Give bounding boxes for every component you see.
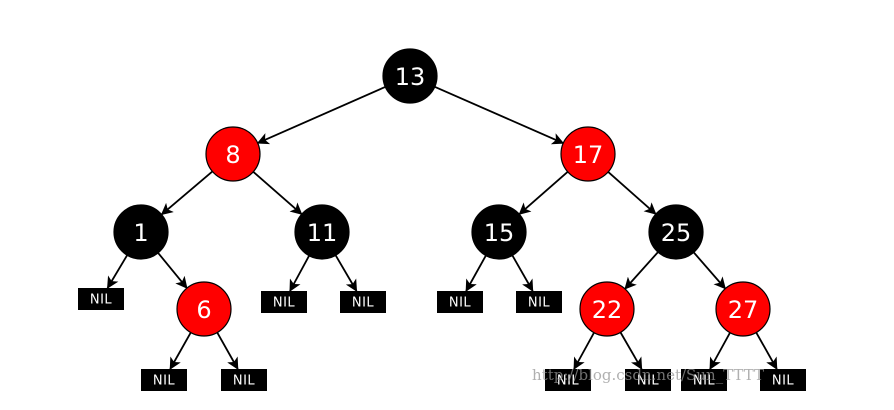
edge-n6-nil6R xyxy=(216,332,239,370)
nil-box xyxy=(625,369,671,391)
node-label: 13 xyxy=(395,63,426,91)
edge-n25-n22 xyxy=(624,251,659,290)
nil-box xyxy=(261,291,307,313)
node-label: 6 xyxy=(196,296,211,324)
nil-leaf: NIL xyxy=(261,291,307,313)
node-label: 15 xyxy=(484,219,515,247)
edges-layer xyxy=(106,86,778,370)
nil-leaf: NIL xyxy=(760,369,806,391)
nil-leaf: NIL xyxy=(516,291,562,313)
edge-n11-nil11R xyxy=(334,254,358,292)
node-label: 22 xyxy=(592,296,623,324)
red-node-circle xyxy=(579,281,635,337)
edge-n11-nil11L xyxy=(289,255,310,292)
nil-box xyxy=(141,369,187,391)
nil-box xyxy=(437,291,483,313)
black-node-circle xyxy=(471,204,527,260)
nil-box xyxy=(221,369,267,391)
nil-label: NIL xyxy=(233,374,256,389)
edge-n22-nil22L xyxy=(573,332,595,370)
nil-box xyxy=(78,288,124,310)
nil-label: NIL xyxy=(90,293,113,308)
edge-n25-n27 xyxy=(693,251,726,290)
tree-node-8: 8 xyxy=(205,126,261,182)
nil-label: NIL xyxy=(637,374,660,389)
node-label: 17 xyxy=(573,141,604,169)
black-node-circle xyxy=(648,204,704,260)
tree-node-25: 25 xyxy=(648,204,704,260)
node-label: 25 xyxy=(661,219,692,247)
tree-node-15: 15 xyxy=(471,204,527,260)
edge-n17-n25 xyxy=(607,171,657,215)
tree-node-27: 27 xyxy=(715,281,771,337)
nil-label: NIL xyxy=(772,374,795,389)
edge-n1-n6 xyxy=(157,252,188,289)
edge-n27-nil27R xyxy=(755,332,778,370)
node-label: 11 xyxy=(307,219,338,247)
tree-node-17: 17 xyxy=(560,126,616,182)
edge-n1-nil1L xyxy=(106,254,128,289)
nil-label: NIL xyxy=(528,296,551,311)
nil-leaf: NIL xyxy=(221,369,267,391)
edge-n15-nil15R xyxy=(511,254,534,292)
nil-leaf: NIL xyxy=(625,369,671,391)
nil-leaf: NIL xyxy=(78,288,124,310)
edge-n27-nil27L xyxy=(709,332,731,370)
red-node-circle xyxy=(715,281,771,337)
red-node-circle xyxy=(176,281,232,337)
nil-box xyxy=(681,369,727,391)
edge-n13-n8 xyxy=(256,86,386,145)
nil-leaf: NIL xyxy=(437,291,483,313)
edge-n15-nil15L xyxy=(465,255,487,292)
nil-box xyxy=(340,291,386,313)
edge-n13-n17 xyxy=(434,86,565,145)
red-node-circle xyxy=(560,126,616,182)
nil-box xyxy=(516,291,562,313)
nil-leaf: NIL xyxy=(545,369,591,391)
edge-n6-nil6L xyxy=(169,332,192,370)
black-node-circle xyxy=(382,48,438,104)
node-label: 1 xyxy=(133,219,148,247)
edge-n8-n11 xyxy=(252,171,303,215)
nil-leaf: NIL xyxy=(681,369,727,391)
tree-node-13: 13 xyxy=(382,48,438,104)
nil-label: NIL xyxy=(693,374,716,389)
nil-label: NIL xyxy=(153,374,176,389)
black-node-circle xyxy=(113,204,169,260)
nil-label: NIL xyxy=(273,296,296,311)
tree-node-11: 11 xyxy=(294,204,350,260)
tree-node-1: 1 xyxy=(113,204,169,260)
nil-label: NIL xyxy=(449,296,472,311)
node-label: 8 xyxy=(225,141,240,169)
tree-node-22: 22 xyxy=(579,281,635,337)
red-node-circle xyxy=(205,126,261,182)
nil-label: NIL xyxy=(557,374,580,389)
black-node-circle xyxy=(294,204,350,260)
node-label: 27 xyxy=(728,296,759,324)
nil-box xyxy=(545,369,591,391)
tree-node-6: 6 xyxy=(176,281,232,337)
edge-n17-n15 xyxy=(518,171,569,215)
edge-n8-n1 xyxy=(160,170,213,216)
edge-n22-nil22R xyxy=(619,331,643,370)
nil-leaf: NIL xyxy=(340,291,386,313)
nil-box xyxy=(760,369,806,391)
nil-leaf: NIL xyxy=(141,369,187,391)
nil-label: NIL xyxy=(352,296,375,311)
